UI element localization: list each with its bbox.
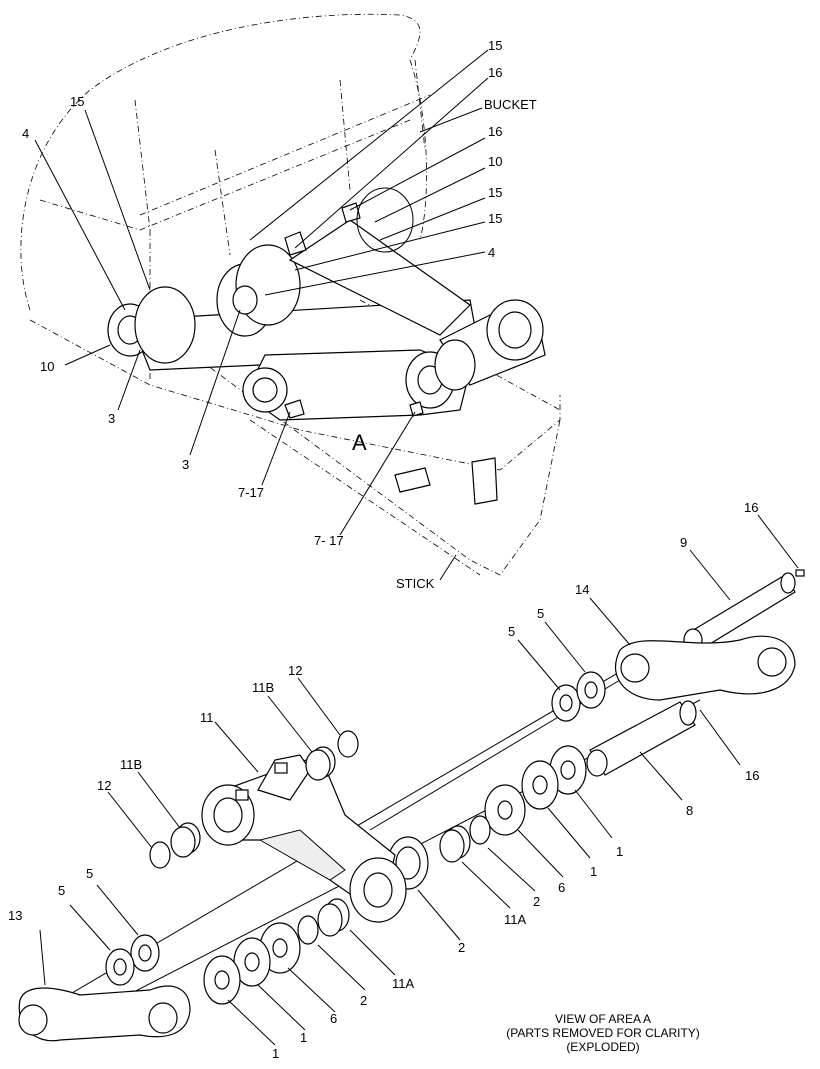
callout-15: 15: [488, 211, 502, 226]
callout-6: 6: [330, 1011, 337, 1026]
callout-4: 4: [488, 245, 495, 260]
part-14-link: [614, 635, 796, 701]
callout-stick: STICK: [396, 576, 435, 591]
callout-14: 14: [575, 582, 589, 597]
callout-5: 5: [508, 624, 515, 639]
part-2-seal: [297, 915, 319, 945]
caption-line-1: VIEW OF AREA A: [555, 1012, 651, 1026]
part-11-body: [201, 754, 407, 923]
callout-16: 16: [744, 500, 758, 515]
callout-15: 15: [488, 185, 502, 200]
callout-9: 9: [680, 535, 687, 550]
callout-1: 1: [272, 1046, 279, 1061]
callout-6: 6: [558, 880, 565, 895]
callout-11a: 11A: [504, 912, 526, 927]
exploded-view: [18, 569, 805, 1042]
callout-16: 16: [488, 124, 502, 139]
callout-13: 13: [8, 908, 22, 923]
part-2-seal: [469, 815, 491, 845]
area-marker: A: [352, 430, 367, 455]
callout-12: 12: [97, 778, 111, 793]
figure-caption: VIEW OF AREA A (PARTS REMOVED FOR CLARIT…: [506, 1012, 700, 1054]
callout-11: 11: [200, 710, 214, 725]
callout-16: 16: [488, 65, 502, 80]
callout-5: 5: [86, 866, 93, 881]
callout-10: 10: [488, 154, 502, 169]
callout-3: 3: [182, 457, 189, 472]
callout-bucket: BUCKET: [484, 97, 537, 112]
callout-15: 15: [70, 94, 84, 109]
callout-3: 3: [108, 411, 115, 426]
callout-11b: 11B: [120, 757, 142, 772]
bucket-stick-assembly: [20, 13, 561, 576]
callout-2: 2: [533, 894, 540, 909]
callout-7-17: 7-17: [238, 485, 264, 500]
part-12-seal: [337, 730, 359, 758]
callout-2: 2: [458, 940, 465, 955]
callout-5: 5: [58, 883, 65, 898]
callout-11a: 11A: [392, 976, 414, 991]
top-leader-lines: [34, 49, 489, 581]
part-13-link: [18, 985, 191, 1042]
callout-8: 8: [686, 803, 693, 818]
callout-12: 12: [288, 663, 302, 678]
bucket-outline: [20, 13, 427, 311]
stick-outline: [199, 359, 561, 576]
callout-1: 1: [300, 1030, 307, 1045]
callout-2: 2: [360, 993, 367, 1008]
callout-16: 16: [745, 768, 759, 783]
part-12-seal: [149, 841, 171, 869]
callout-4: 4: [22, 126, 29, 141]
callout-5: 5: [537, 606, 544, 621]
callout-1: 1: [590, 864, 597, 879]
top-callouts: 15 16 BUCKET 16 10 15 15 4 15 4 10 3 3 7…: [22, 38, 537, 591]
caption-line-2: (PARTS REMOVED FOR CLARITY): [506, 1026, 700, 1040]
bottom-leader-lines: [39, 514, 799, 1046]
callout-1: 1: [616, 844, 623, 859]
callout-10: 10: [40, 359, 54, 374]
bottom-callouts: 16 9 14 5 5 12 11B 11 11B 12 16 8 1 1 6 …: [8, 500, 759, 1061]
caption-line-3: (EXPLODED): [566, 1040, 639, 1054]
part-8-pin: [586, 700, 697, 777]
callout-7-17: 7- 17: [314, 533, 344, 548]
callout-11b: 11B: [252, 680, 274, 695]
callout-15: 15: [488, 38, 502, 53]
